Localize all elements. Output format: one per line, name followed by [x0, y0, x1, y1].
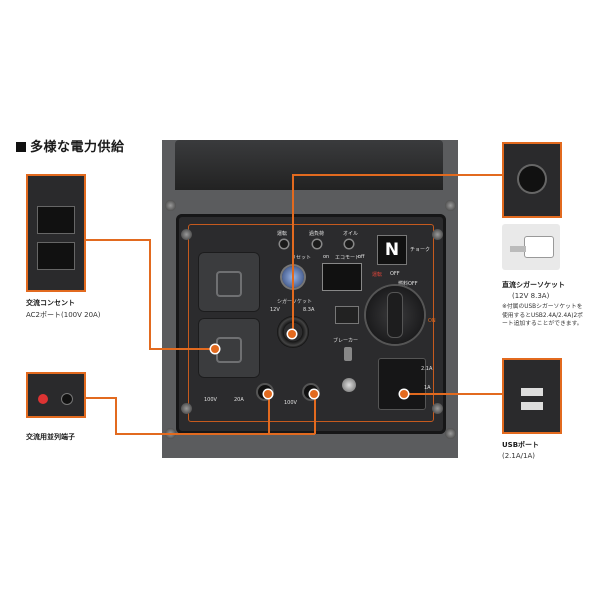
label-run-lamp: 運転 [277, 231, 288, 237]
label-100v: 100V [204, 397, 217, 403]
screw-icon [181, 403, 192, 414]
screw-icon [432, 403, 443, 414]
usb-port-icon [521, 388, 543, 396]
connector-line [149, 348, 215, 350]
outlet-icon [37, 206, 75, 234]
callout-dot [211, 345, 219, 353]
callout-dot [400, 390, 408, 398]
ac-outlet-detail: AC2ポート(100V 20A) [26, 311, 101, 319]
label-reset: リセット [291, 255, 312, 261]
label-on-knob: ON [428, 318, 436, 324]
label-cigar-socket: シガーソケット [277, 299, 313, 305]
callout-dot [310, 390, 318, 398]
cigar-socket-note: ※付属のUSBシガーソケットを使用するとUSB2.4A/2.4A)2ポート追加す… [502, 304, 583, 327]
control-panel-frame [188, 224, 434, 422]
usb-cigar-adapter-image [502, 224, 560, 270]
label-20a: 20A [234, 397, 244, 403]
label-choke: チョーク [410, 247, 431, 253]
overload-lamp [313, 240, 321, 248]
outlet-icon [216, 271, 242, 297]
ac-outlet-thumbnail [26, 174, 86, 292]
usb-port-detail: (2.1A/1A) [502, 452, 535, 460]
label-on: on [323, 254, 330, 260]
callout-dot [264, 390, 272, 398]
engine-switch-indicator [335, 306, 359, 324]
parallel-terminal-thumbnail [26, 372, 86, 418]
connector-line [404, 393, 502, 395]
outlet-icon [216, 337, 242, 363]
ac-outlet-cover-lower[interactable] [198, 318, 260, 378]
label-oil: オイル [343, 231, 359, 237]
section-heading: 多様な電力供給 [16, 136, 125, 155]
connector-line [86, 239, 150, 241]
cigar-socket-title: 直流シガーソケット [502, 281, 565, 289]
brand-logo: N [377, 235, 407, 265]
oil-lamp [345, 240, 353, 248]
usb-port-cover[interactable] [378, 358, 426, 410]
callout-dot [288, 330, 296, 338]
eco-mode-switch[interactable] [322, 263, 362, 291]
ac-outlet-cover-upper[interactable] [198, 252, 260, 312]
adapter-icon [524, 236, 554, 258]
label-12v: 12V [270, 307, 280, 313]
connector-line [115, 433, 315, 435]
cigar-socket-thumbnail [502, 142, 562, 218]
cigar-socket-detail: (12V 8.3A) [512, 292, 550, 300]
generator-top [175, 140, 443, 190]
fuel-knob[interactable] [366, 286, 424, 344]
label-breaker: ブレーカー [333, 338, 359, 344]
label-overload: 過負荷 [309, 231, 325, 237]
label-run-lamp-2: 運転 [372, 272, 383, 278]
parallel-terminal-title: 交流用並列端子 [26, 433, 75, 441]
usb-port-icon [521, 402, 543, 410]
label-fuel-off: 燃料OFF [398, 281, 418, 287]
fuel-knob-handle[interactable] [388, 293, 402, 337]
screw-icon [165, 200, 176, 211]
red-terminal-icon [38, 394, 48, 404]
ground-terminal[interactable] [342, 378, 356, 392]
label-2-1a: 2.1A [421, 366, 433, 372]
black-terminal-icon [62, 394, 72, 404]
label-off-knob: OFF [390, 271, 400, 277]
label-8-3a: 8.3A [303, 307, 315, 313]
connector-line [115, 397, 117, 434]
label-off: off [358, 254, 365, 260]
usb-port-thumbnail [502, 358, 562, 434]
screw-icon [432, 229, 443, 240]
label-1a: 1A [424, 385, 431, 391]
square-bullet-icon [16, 142, 26, 152]
section-heading-text: 多様な電力供給 [30, 140, 125, 155]
label-eco: エコモード [335, 255, 361, 261]
run-lamp [280, 240, 288, 248]
connector-line [292, 174, 294, 334]
screw-icon [181, 229, 192, 240]
usb-port-title: USBポート [502, 441, 540, 449]
socket-icon [519, 166, 545, 192]
connector-line [314, 393, 316, 434]
connector-line [268, 393, 270, 434]
outlet-icon [37, 242, 75, 270]
breaker-switch[interactable] [344, 347, 352, 361]
adapter-plug-icon [510, 246, 526, 252]
connector-line [149, 239, 151, 349]
screw-icon [445, 428, 456, 439]
screw-icon [445, 200, 456, 211]
label-100v-terminal: 100V [284, 400, 297, 406]
ac-outlet-title: 交流コンセント [26, 299, 75, 307]
connector-line [86, 397, 116, 399]
connector-line [292, 174, 502, 176]
